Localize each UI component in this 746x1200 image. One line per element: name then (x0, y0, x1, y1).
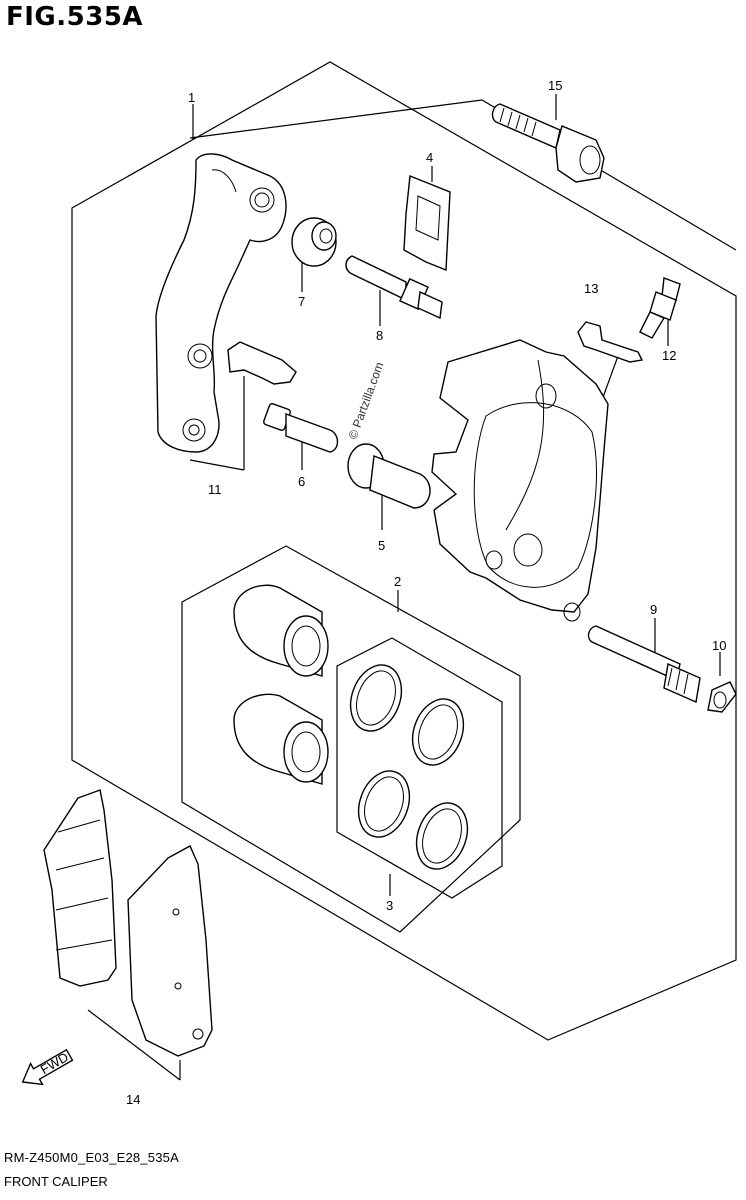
caliper-body (431, 339, 609, 622)
brake-pad-front (43, 789, 117, 987)
kit-outline-2 (181, 545, 521, 933)
boot-7 (291, 217, 337, 267)
callout-6: 6 (298, 474, 305, 489)
piston-seal-2 (411, 698, 465, 766)
brake-pad-rear (127, 845, 213, 1057)
callout-2: 2 (394, 574, 401, 589)
callout-14: 14 (126, 1092, 140, 1107)
callout-13: 13 (584, 281, 598, 296)
kit-outline-3 (336, 637, 503, 899)
bleeder-cap-13 (577, 321, 644, 363)
plug-10 (707, 681, 737, 713)
callout-11: 11 (208, 482, 222, 497)
piston-upper (233, 584, 329, 677)
pin-9 (587, 625, 701, 704)
callout-3: 3 (386, 898, 393, 913)
watermark: © Partzilla.com (346, 360, 387, 441)
caliper-bracket (155, 153, 287, 453)
piston-seal-4 (415, 802, 469, 870)
bleeder-valve-12 (639, 277, 681, 339)
callout-10: 10 (712, 638, 726, 653)
callout-15: 15 (548, 78, 562, 93)
bolt-15 (491, 103, 605, 183)
callout-7: 7 (298, 294, 305, 309)
callout-5: 5 (378, 538, 385, 553)
diagram-code: RM-Z450M0_E03_E28_535A (4, 1150, 179, 1165)
callout-4: 4 (426, 150, 433, 165)
callout-12: 12 (662, 348, 676, 363)
assembly-outline-caliper (189, 99, 737, 251)
callout-1: 1 (188, 90, 195, 105)
piston-lower (233, 693, 329, 785)
pad-spring-4 (403, 175, 451, 272)
slide-pin-6 (263, 403, 339, 453)
figure-title: FIG.535A (6, 2, 144, 32)
piston-seal-3 (357, 770, 411, 838)
pad-retainer-11 (227, 341, 297, 385)
fwd-arrow-icon: FWD (21, 1048, 74, 1086)
callout-9: 9 (650, 602, 657, 617)
slide-pin-8 (345, 255, 443, 320)
callout-8: 8 (376, 328, 383, 343)
assembly-outline-1 (71, 61, 737, 1041)
diagram-name: FRONT CALIPER (4, 1174, 108, 1189)
boot-5 (347, 443, 431, 509)
piston-seal-1 (349, 664, 403, 732)
